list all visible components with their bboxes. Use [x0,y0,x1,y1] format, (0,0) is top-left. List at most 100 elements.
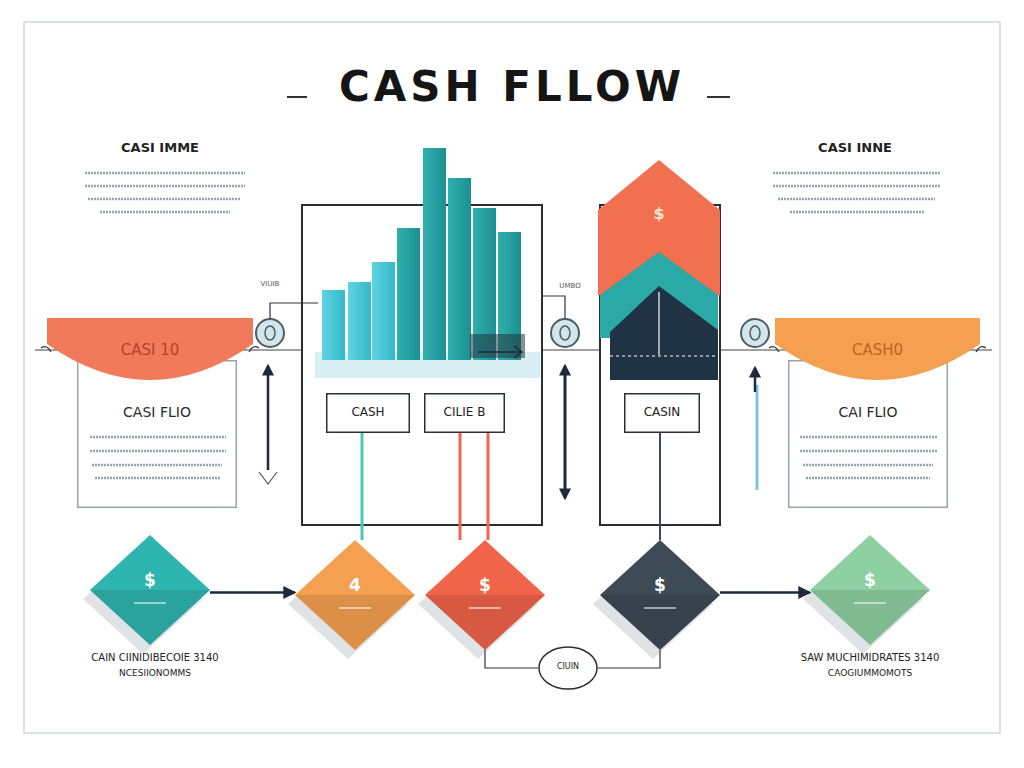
diamond-rule [469,607,501,609]
coin-symbol [741,319,769,347]
diamond-rule [339,607,371,609]
free-label: SAW MUCHIMIDRATES 3140 [765,652,975,664]
scribble-line [773,185,940,188]
band-fill [775,318,980,380]
diamond-rule [644,607,676,609]
info-card: CASI FLIO [77,360,237,508]
up-arrow [267,366,270,470]
free-label: VIUIB [245,280,295,288]
node-text: CAI FLIO [788,404,948,421]
connector [487,433,490,540]
up-arrow [754,368,757,392]
diamond-facet [295,595,415,650]
scribble-line [800,450,937,453]
box-outline [625,394,700,433]
leader-line [270,303,318,319]
connector [361,433,364,540]
terminal-oval: CIUIN [538,646,598,690]
node-text: $ [810,570,930,590]
box-outline [789,361,948,508]
scribble-line [803,464,933,467]
diamond-facet [810,590,930,645]
scribble-line [85,172,245,175]
scribble-line [773,172,940,175]
node-text: CASH [326,405,410,419]
bar [423,148,446,360]
bar [322,290,345,360]
bar [372,262,395,360]
diamond-facet [600,595,720,650]
connector [659,433,661,540]
double-arrow [564,366,567,498]
chart-arrow [478,346,522,358]
diamond-fill [90,535,210,645]
connector [459,433,462,540]
free-label: CAOGIUMMOMOTS [765,668,975,679]
decision-diamond: $ [90,535,210,645]
info-card-outline [788,360,948,508]
arrow-banner: $ [598,160,720,380]
banner-house [610,286,718,380]
decision-diamond: $ [810,535,930,645]
node-text: $ [600,575,720,595]
diamond-fill [425,540,545,650]
free-label: UMBO [545,282,595,290]
banner-pole [658,292,659,355]
free-label: CASI IMME [80,140,240,156]
header-band: CASH0 [775,318,980,386]
scribble-line [100,211,230,214]
title-dash [707,96,730,98]
diamond-fill [295,540,415,650]
scribble-line [85,185,245,188]
scribble-line [778,198,935,201]
title-dash [287,96,307,98]
up-arrow-shaft [756,385,759,490]
scribble-line [800,436,937,439]
box-outline [425,394,505,433]
node-text: $ [425,575,545,595]
scribble-line [90,450,226,453]
free-label: NCESIIONOMMS [50,668,260,679]
decision-diamond: $ [425,540,545,650]
bar [348,282,371,360]
scribble-line [790,211,925,214]
info-card-outline [77,360,237,508]
node-text: $ [598,204,720,223]
banner-baseline [610,355,716,356]
box-outline [327,394,410,433]
process-box: CASH [326,393,410,433]
coin-symbol [560,326,570,340]
diamond-facet [90,590,210,645]
coin-symbol [256,319,284,347]
info-card: CAI FLIO [788,360,948,508]
scribble-line [90,436,226,439]
wire-line [542,349,600,350]
free-label: CASI INNE [775,140,935,156]
leader-line [541,296,565,319]
bar [397,228,420,360]
process-box: CILIE B [424,393,505,433]
diamond-facet [425,595,545,650]
header-band: CASI 10 [47,318,253,386]
coin-symbol [551,319,579,347]
node-text: CASI 10 [47,341,253,359]
coin-symbol [750,326,760,340]
arrow-banner-outline [598,160,720,380]
process-box: CASIN [624,393,700,433]
diagram-title: CASH FLLOW [0,62,1024,111]
decision-diamond: $ [600,540,720,650]
chart-frame [302,205,542,525]
scribble-line [88,198,240,201]
coin-symbol [265,326,275,340]
diamond-fill [600,540,720,650]
diamond-fill [810,535,930,645]
scribble-line [92,464,222,467]
node-text: $ [90,570,210,590]
connector [210,591,295,594]
box-outline [78,361,237,508]
node-text: CASIN [624,405,700,419]
node-text: 4 [295,575,415,595]
diamond-rule [854,602,886,604]
node-text: CASH0 [775,341,980,359]
